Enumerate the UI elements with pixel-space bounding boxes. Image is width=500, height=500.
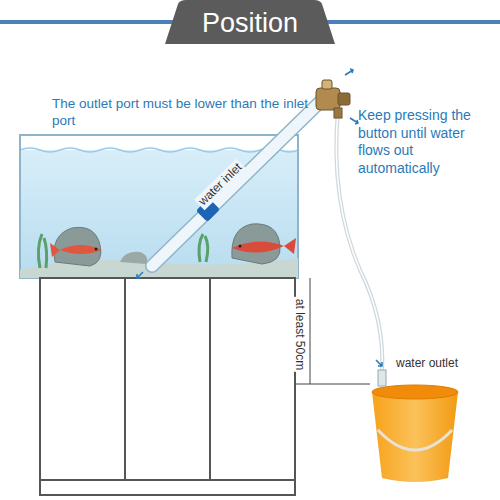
heading: Position <box>175 4 325 42</box>
rock <box>120 252 147 264</box>
fish <box>232 238 296 254</box>
note: The outlet port must be lower than the i… <box>52 96 312 130</box>
bucket-handle <box>378 430 452 450</box>
gravel-tube <box>152 100 322 266</box>
flow-arrow <box>137 69 382 366</box>
cabinet-panel <box>124 278 126 480</box>
water-surface <box>20 148 298 152</box>
header-tab <box>165 0 335 44</box>
dimension-extension <box>296 384 370 385</box>
bucket <box>372 392 458 482</box>
dimension-line <box>310 278 311 384</box>
cabinet-base <box>40 479 295 481</box>
cabinet <box>40 278 295 495</box>
dimension-label: at least 50cm <box>293 296 308 371</box>
gravel-tube-outline <box>152 100 322 266</box>
fish <box>50 243 102 257</box>
bucket-rim <box>372 385 458 399</box>
instruction-note: Keep pressing the button until water flo… <box>358 107 493 177</box>
cabinet-panel <box>209 278 211 480</box>
hose-nozzle <box>378 370 386 386</box>
part-label: water outlet <box>394 356 460 371</box>
pump-button <box>316 80 350 118</box>
